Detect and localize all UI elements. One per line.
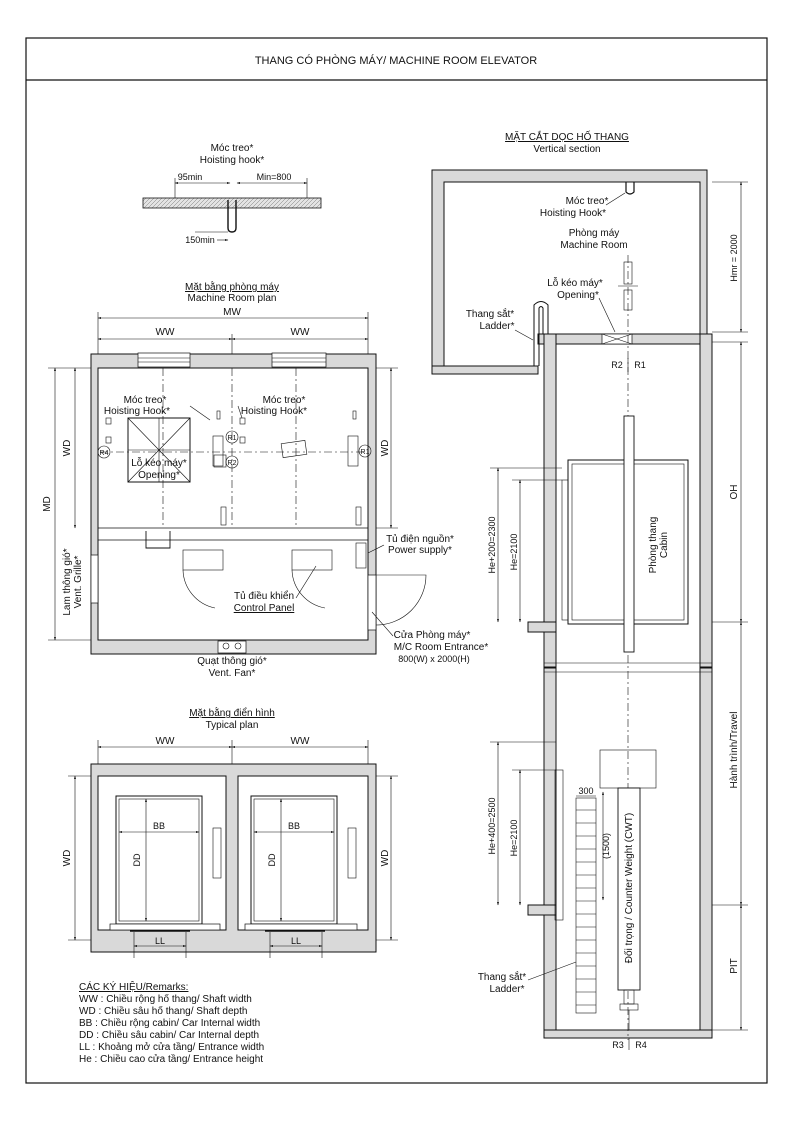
mr-dim-ww-right: WW <box>291 327 310 338</box>
mr-hook-left-vi: Móc treo* <box>124 395 167 406</box>
vs-room-en: Machine Room <box>560 240 627 251</box>
vs-hook-en: Hoisting Hook* <box>540 208 606 219</box>
vs-pit: PIT <box>729 958 740 974</box>
hook-dim-right: Min=800 <box>257 172 292 182</box>
mr-r4: R4 <box>100 450 109 457</box>
sheet-border <box>25 37 768 1084</box>
vs-cwt-dim: (1500) <box>601 833 611 859</box>
mr-dim-wd-left: WD <box>62 440 73 457</box>
vs-oh: OH <box>729 485 740 500</box>
mr-power-en: Power supply* <box>388 545 452 556</box>
sheet-title: THANG CÓ PHÒNG MÁY/ MACHINE ROOM ELEVATO… <box>255 54 537 67</box>
mr-r1a: R1 <box>228 435 237 442</box>
vertical-section: MẶT CẮT DỌC HỐ THANG Vertical section Mó… <box>431 129 748 1050</box>
vs-r4: R4 <box>635 1040 647 1050</box>
mr-hook-left-en: Hoisting Hook* <box>104 406 170 417</box>
typ-dd-right: DD <box>267 853 277 866</box>
typ-dim-ww-right: WW <box>291 736 310 747</box>
mr-vent-grille-vi: Lam thông gió* <box>62 548 73 615</box>
mr-dim-wd-right: WD <box>380 440 391 457</box>
mr-control-en: Control Panel <box>234 603 295 614</box>
mr-control-vi: Tủ điều khiển <box>234 590 294 602</box>
hook-dim-bottom: 150min <box>185 235 215 245</box>
typ-plan-title-en: Typical plan <box>206 720 259 731</box>
typ-dd-left: DD <box>132 853 142 866</box>
pit-ladder-rungs <box>576 809 596 1006</box>
vs-r3: R3 <box>612 1040 624 1050</box>
vs-he200: He+200=2300 <box>487 516 497 573</box>
hook-dim-left: 95min <box>178 172 203 182</box>
hook-detail-label-vi: Móc treo* <box>211 143 254 154</box>
mr-power-vi: Tủ điện nguồn* <box>386 533 454 545</box>
typ-plan-title-vi: Mặt bằng điển hình <box>189 706 275 719</box>
vs-title-en: Vertical section <box>533 144 600 155</box>
mr-door-size: 800(W) x 2000(H) <box>398 654 470 664</box>
remark-item: He : Chiều cao cửa tầng/ Entrance height <box>79 1053 263 1065</box>
mr-opening-vi: Lỗ kéo máy* <box>131 456 187 469</box>
vs-travel: Hành trình/Travel <box>729 712 740 789</box>
mr-opening-en: Opening* <box>138 470 180 481</box>
vs-he2100-top: He=2100 <box>509 534 519 571</box>
remark-item: LL : Khoảng mở cửa tầng/ Entrance width <box>79 1041 264 1053</box>
typ-ll-left: LL <box>155 936 165 946</box>
mr-vent-grille-en: Vent. Grille* <box>73 555 84 608</box>
mr-vent-fan-en: Vent. Fan* <box>209 668 256 679</box>
vs-ladder-bottom-vi: Thang sắt* <box>478 970 526 983</box>
mr-dim-md: MD <box>42 496 53 512</box>
remark-item: BB : Chiều rộng cabin/ Car Internal widt… <box>79 1017 260 1029</box>
remark-item: WW : Chiều rộng hố thang/ Shaft width <box>79 993 252 1005</box>
vs-ladder-top-en: Ladder* <box>479 321 514 332</box>
typ-dim-ww-left: WW <box>156 736 175 747</box>
mr-r1b: R1 <box>361 449 370 456</box>
mr-dim-ww-left: WW <box>156 327 175 338</box>
hook-detail: Móc treo* Hoisting hook* 95min Min=800 1… <box>142 143 322 245</box>
mr-vent-fan-vi: Quạt thông gió* <box>197 656 267 667</box>
vs-r2: R2 <box>611 360 623 370</box>
vs-room-vi: Phòng máy <box>569 228 620 239</box>
typ-bb-left: BB <box>153 821 165 831</box>
vs-cabin-vi: Phòng thang <box>648 517 659 574</box>
typical-plan: Mặt bằng điển hình Typical plan WW WW WD… <box>62 706 398 958</box>
vs-he2100-bottom: He=2100 <box>509 820 519 857</box>
vs-title-vi: MẶT CẮT DỌC HỐ THANG <box>505 129 629 143</box>
mr-plan-title-vi: Mặt bằng phòng máy <box>185 280 279 293</box>
mr-dim-mw: MW <box>223 307 241 318</box>
hook-detail-label-en: Hoisting hook* <box>200 155 265 166</box>
mr-r2: R2 <box>228 460 237 467</box>
remark-item: DD : Chiều sâu cabin/ Car Internal depth <box>79 1029 259 1041</box>
mr-plan-title-en: Machine Room plan <box>188 293 277 304</box>
vs-hook-vi: Móc treo* <box>566 196 609 207</box>
remarks-heading: CÁC KÝ HIỆU/Remarks: <box>79 980 188 993</box>
remarks: CÁC KÝ HIỆU/Remarks: WW : Chiều rộng hố … <box>79 980 264 1065</box>
typ-ll-right: LL <box>291 936 301 946</box>
mr-hook-right-vi: Móc treo* <box>263 395 306 406</box>
vs-hmr: Hmr = 2000 <box>729 234 739 281</box>
machine-room-plan: Mặt bằng phòng máy Machine Room plan MW … <box>42 280 488 679</box>
vs-dim-300: 300 <box>578 786 593 796</box>
mr-hook-right-en: Hoisting Hook* <box>241 406 307 417</box>
vs-opening-en: Opening* <box>557 290 599 301</box>
vs-cabin-en: Cabin <box>659 532 670 558</box>
mr-door-vi: Cửa Phòng máy* <box>394 629 471 641</box>
vs-opening-vi: Lỗ kéo máy* <box>547 276 603 289</box>
typ-dim-wd-right: WD <box>380 850 391 867</box>
vs-ladder-top-vi: Thang sắt* <box>466 307 514 320</box>
vs-ladder-bottom-en: Ladder* <box>489 984 524 995</box>
mr-door-en: M/C Room Entrance* <box>394 642 489 653</box>
remark-item: WD : Chiều sâu hố thang/ Shaft depth <box>79 1005 247 1017</box>
typ-dim-wd-left: WD <box>62 850 73 867</box>
vs-he400: He+400=2500 <box>487 797 497 854</box>
vs-r1: R1 <box>634 360 646 370</box>
vs-cwt: Đối trọng / Counter Weight (CWT) <box>623 813 635 963</box>
typ-bb-right: BB <box>288 821 300 831</box>
